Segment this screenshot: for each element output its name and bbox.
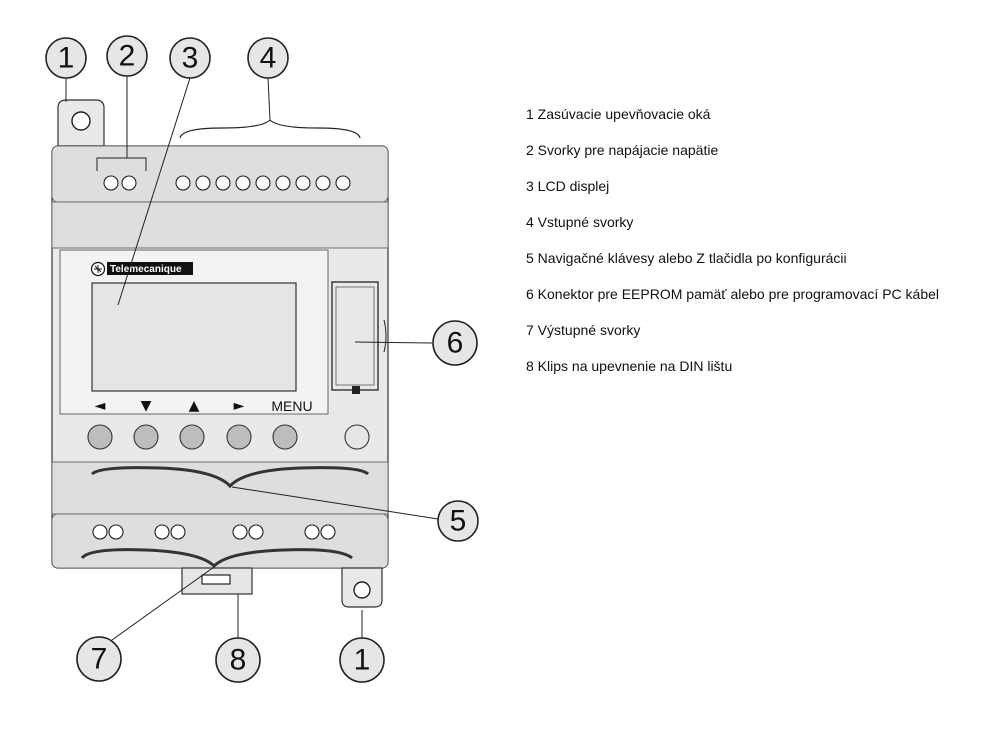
down-key (133, 424, 159, 450)
upper-body-band (51, 201, 389, 249)
callout-1-bottom (339, 637, 385, 683)
callout-4 (247, 37, 289, 79)
legend-item-3: 3 LCD displej (526, 178, 610, 194)
input-terminal (235, 175, 251, 191)
callout-6 (432, 320, 478, 366)
eeprom-connector-latch (352, 386, 360, 394)
leader-3 (117, 77, 191, 306)
power-terminal-bracket (96, 157, 147, 171)
callout-5-number: 5 (450, 505, 467, 538)
callout-3 (169, 37, 211, 79)
input-terminal (195, 175, 211, 191)
legend-item-7: 7 Výstupné svorky (526, 322, 641, 338)
input-terminals-brace (179, 119, 361, 139)
input-terminal (315, 175, 331, 191)
output-terminal (304, 524, 320, 540)
output-terminal (92, 524, 108, 540)
down-key-label: ▼ (141, 398, 152, 414)
callout-4-number: 4 (260, 42, 277, 75)
legend-item-6: 6 Konektor pre EEPROM pamäť alebo pre pr… (526, 286, 940, 302)
legend-item-8: 8 Klips na upevnenie na DIN lištu (526, 358, 733, 374)
callout-8 (215, 637, 261, 683)
output-terminal (232, 524, 248, 540)
lcd-display (91, 282, 297, 392)
callout-1-top-number: 1 (58, 42, 75, 75)
leader-7 (111, 566, 215, 641)
output-terminal (248, 524, 264, 540)
input-terminal (215, 175, 231, 191)
lower-body-band (51, 461, 389, 515)
eeprom-connector-edge (383, 319, 387, 353)
right-key (226, 424, 252, 450)
legend-item-2: 2 Svorky pre napájacie napätie (526, 142, 719, 158)
power-terminal (121, 175, 137, 191)
input-terminal (295, 175, 311, 191)
input-terminal (255, 175, 271, 191)
output-terminals-brace (80, 548, 353, 569)
left-key (87, 424, 113, 450)
up-key (179, 424, 205, 450)
extra-key (344, 424, 370, 450)
legend-item-1: 1 Zasúvacie upevňovacie oká (526, 106, 711, 122)
up-key-label: ▲ (189, 398, 200, 414)
callout-7 (76, 636, 122, 682)
callout-1-bottom-number: 1 (354, 644, 371, 677)
callout-6-number: 6 (447, 327, 464, 360)
keys-brace (90, 466, 370, 489)
callout-8-number: 8 (230, 644, 247, 677)
legend-item-4: 4 Vstupné svorky (526, 214, 634, 230)
input-terminal (275, 175, 291, 191)
eeprom-connector-inner (335, 286, 375, 386)
output-terminal (154, 524, 170, 540)
callout-7-number: 7 (91, 643, 108, 676)
leader-6 (354, 341, 433, 344)
right-key-label: ► (234, 398, 245, 414)
callout-1-top (45, 37, 87, 79)
menu-key-label: MENU (271, 398, 312, 414)
callout-2 (106, 35, 148, 77)
input-terminal (335, 175, 351, 191)
menu-key (272, 424, 298, 450)
mounting-ear-top-hole (71, 111, 91, 131)
callout-2-number: 2 (119, 40, 136, 73)
output-terminal (320, 524, 336, 540)
brand-text: Telemecanique (110, 264, 182, 275)
output-terminal (170, 524, 186, 540)
left-key-label: ◄ (95, 398, 106, 414)
din-rail-clip-slot (201, 574, 231, 585)
leader-4 (267, 77, 271, 121)
power-terminal (103, 175, 119, 191)
legend-list: 1 Zasúvacie upevňovacie oká 2 Svorky pre… (526, 104, 939, 392)
output-terminal (108, 524, 124, 540)
mounting-ear-bottom-hole (353, 581, 371, 599)
legend-item-5: 5 Navigačné klávesy alebo Z tlačidla po … (526, 250, 847, 266)
callout-5 (437, 500, 479, 542)
leader-5 (231, 486, 439, 520)
eeprom-connector (331, 281, 379, 391)
callout-3-number: 3 (182, 42, 199, 75)
top-terminal-band (51, 145, 389, 203)
input-terminal (175, 175, 191, 191)
